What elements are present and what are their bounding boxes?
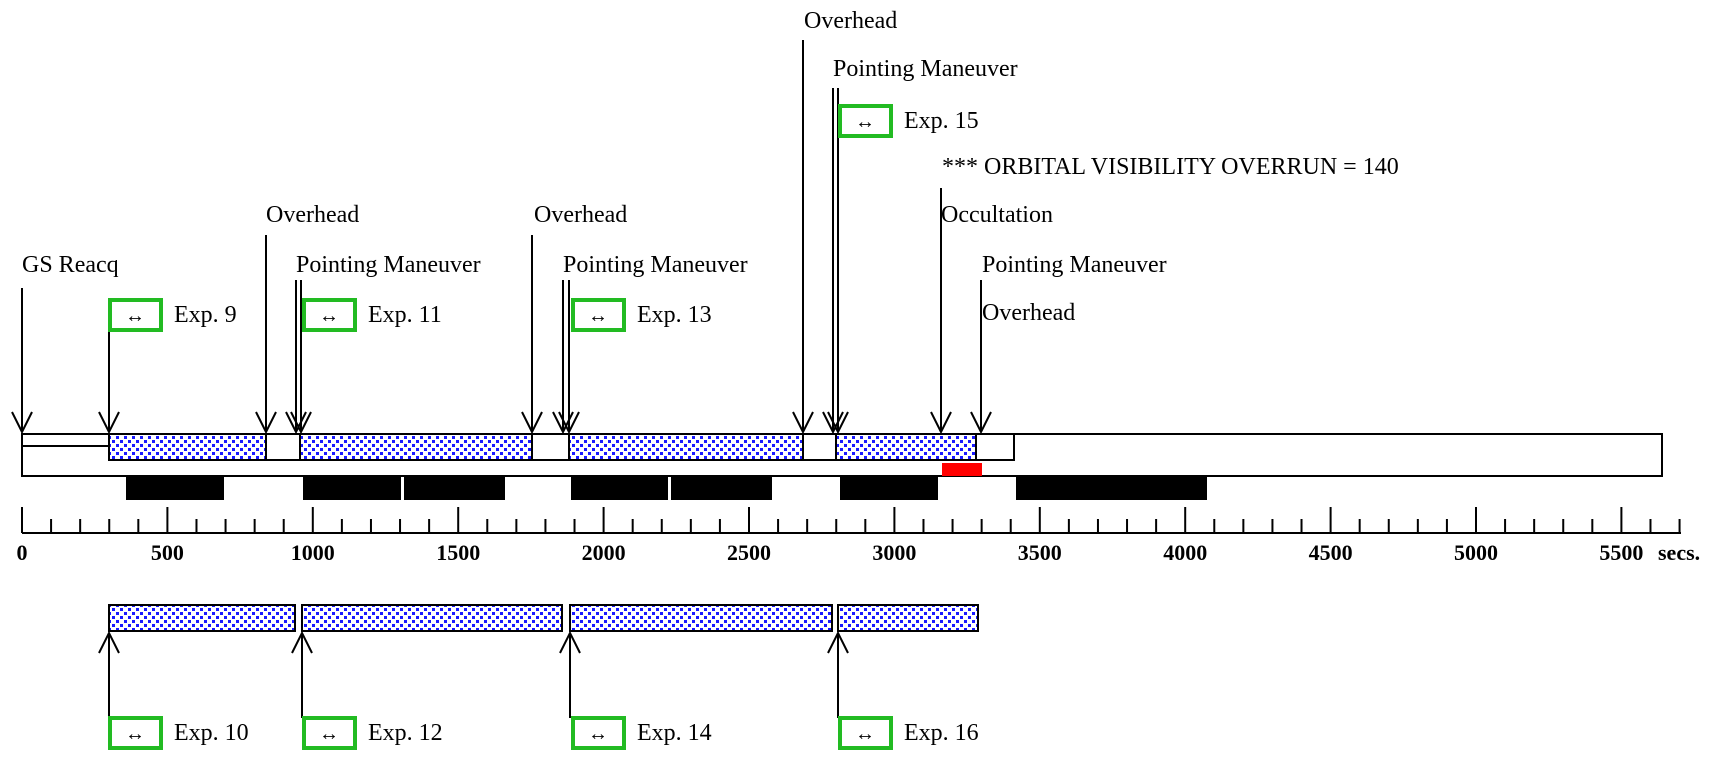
svg-text:Exp. 12: Exp. 12: [368, 720, 443, 746]
label-overhead-2: Overhead: [534, 202, 627, 228]
arrow-down-icon: [930, 411, 952, 435]
exposure-icons-bottom: ↔ Exp. 10 ↔ Exp. 12 ↔ Exp. 14 ↔ Exp. 16: [108, 716, 979, 750]
svg-text:Exp. 10: Exp. 10: [174, 720, 249, 746]
label-pointing-2: Pointing Maneuver: [563, 252, 748, 278]
arrow-up-icon: [827, 630, 849, 654]
double-arrow-icon: ↔: [125, 723, 145, 745]
arrow-up-icon: [98, 630, 120, 654]
double-arrow-icon: ↔: [855, 111, 875, 133]
arrow-down-icon: [11, 411, 33, 435]
double-arrow-icon: ↔: [855, 723, 875, 745]
double-arrow-icon: ↔: [319, 305, 339, 327]
axis-tick-label: 4500: [1309, 540, 1353, 565]
exposure-icons-top: ↔ Exp. 9 ↔ Exp. 11 ↔ Exp. 13 ↔ Exp. 15: [108, 104, 979, 332]
exposure-segments-bottom: [108, 604, 979, 632]
overrun-bar: [942, 463, 982, 476]
svg-text:Exp. 9: Exp. 9: [174, 302, 237, 328]
arrowheads-up: [98, 630, 849, 654]
label-pointing-3: Pointing Maneuver: [833, 56, 1018, 82]
arrow-down-icon: [285, 411, 307, 435]
occupancy-bars: [126, 476, 1207, 500]
axis-tick-label: 1000: [291, 540, 335, 565]
label-occultation: Occultation: [941, 202, 1053, 228]
exposure-segment-exp16: [837, 604, 979, 632]
axis-tick-label: 500: [151, 540, 184, 565]
axis-tick-label: 3000: [872, 540, 916, 565]
exposure-icon-exp11: ↔ Exp. 11: [302, 298, 442, 332]
arrow-down-icon: [827, 411, 849, 435]
svg-text:Exp. 13: Exp. 13: [637, 302, 712, 328]
double-arrow-icon: ↔: [588, 723, 608, 745]
axis-tick-label: 1500: [436, 540, 480, 565]
gap-boxes: [265, 433, 1015, 461]
arrow-down-icon: [558, 411, 580, 435]
axis-tick-label: 2500: [727, 540, 771, 565]
double-arrow-icon: ↔: [588, 305, 608, 327]
exposure-segment-exp11: [299, 433, 533, 461]
axis-unit: secs.: [1658, 540, 1700, 565]
arrow-down-icon: [970, 411, 992, 435]
exposure-icon-exp15: ↔ Exp. 15: [838, 104, 979, 138]
label-pointing-4: Pointing Maneuver: [982, 252, 1167, 278]
exposure-icon-exp14: ↔ Exp. 14: [571, 716, 712, 750]
arrow-down-icon: [290, 411, 312, 435]
svg-text:Exp. 15: Exp. 15: [904, 108, 979, 134]
arrow-down-icon: [255, 411, 277, 435]
label-gs-reacq: GS Reacq: [22, 252, 119, 278]
svg-text:Exp. 16: Exp. 16: [904, 720, 979, 746]
label-overhead-3: Overhead: [804, 8, 897, 34]
exposure-icon-exp9: ↔ Exp. 9: [108, 298, 237, 332]
exposure-segment-exp14: [569, 604, 833, 632]
arrow-up-icon: [291, 630, 313, 654]
label-overhead-4: Overhead: [982, 300, 1075, 326]
double-arrow-icon: ↔: [125, 305, 145, 327]
exposure-segment-exp10: [108, 604, 296, 632]
arrow-down-icon: [822, 411, 844, 435]
label-pointing-1: Pointing Maneuver: [296, 252, 481, 278]
arrow-down-icon: [792, 411, 814, 435]
exposure-icon-exp13: ↔ Exp. 13: [571, 298, 712, 332]
exposure-icon-exp12: ↔ Exp. 12: [302, 716, 443, 750]
svg-text:Exp. 14: Exp. 14: [637, 720, 712, 746]
axis-tick-label: 2000: [582, 540, 626, 565]
arrow-up-icon: [559, 630, 581, 654]
axis-tick-label: 3500: [1018, 540, 1062, 565]
arrow-down-icon: [98, 411, 120, 435]
arrow-down-icon: [552, 411, 574, 435]
exposure-icon-exp16: ↔ Exp. 16: [838, 716, 979, 750]
time-axis: 0 500 1000 1500 2000 2500 3000 3500 4000 4500 5000…: [17, 507, 1700, 565]
exposure-segment-exp9: [108, 433, 267, 461]
exposure-segments-top: [108, 433, 977, 461]
label-overhead-1: Overhead: [266, 202, 359, 228]
event-labels: GS Reacq Overhead Pointing Maneuver Over…: [22, 8, 1399, 326]
bottom-markers: [108, 633, 839, 718]
exposure-segment-exp15: [835, 433, 977, 461]
arrow-down-icon: [521, 411, 543, 435]
axis-tick-label: 4000: [1163, 540, 1207, 565]
label-overrun: *** ORBITAL VISIBILITY OVERRUN = 140: [942, 154, 1399, 180]
double-arrow-icon: ↔: [319, 723, 339, 745]
axis-tick-label: 5000: [1454, 540, 1498, 565]
event-markers: [21, 40, 982, 432]
svg-text:Exp. 11: Exp. 11: [368, 302, 442, 328]
axis-tick-label: 0: [17, 540, 28, 565]
arrowheads: [11, 411, 992, 435]
exposure-segment-exp13: [568, 433, 804, 461]
axis-tick-label: 5500: [1599, 540, 1643, 565]
exposure-segment-exp12: [301, 604, 563, 632]
exposure-icon-exp10: ↔ Exp. 10: [108, 716, 249, 750]
